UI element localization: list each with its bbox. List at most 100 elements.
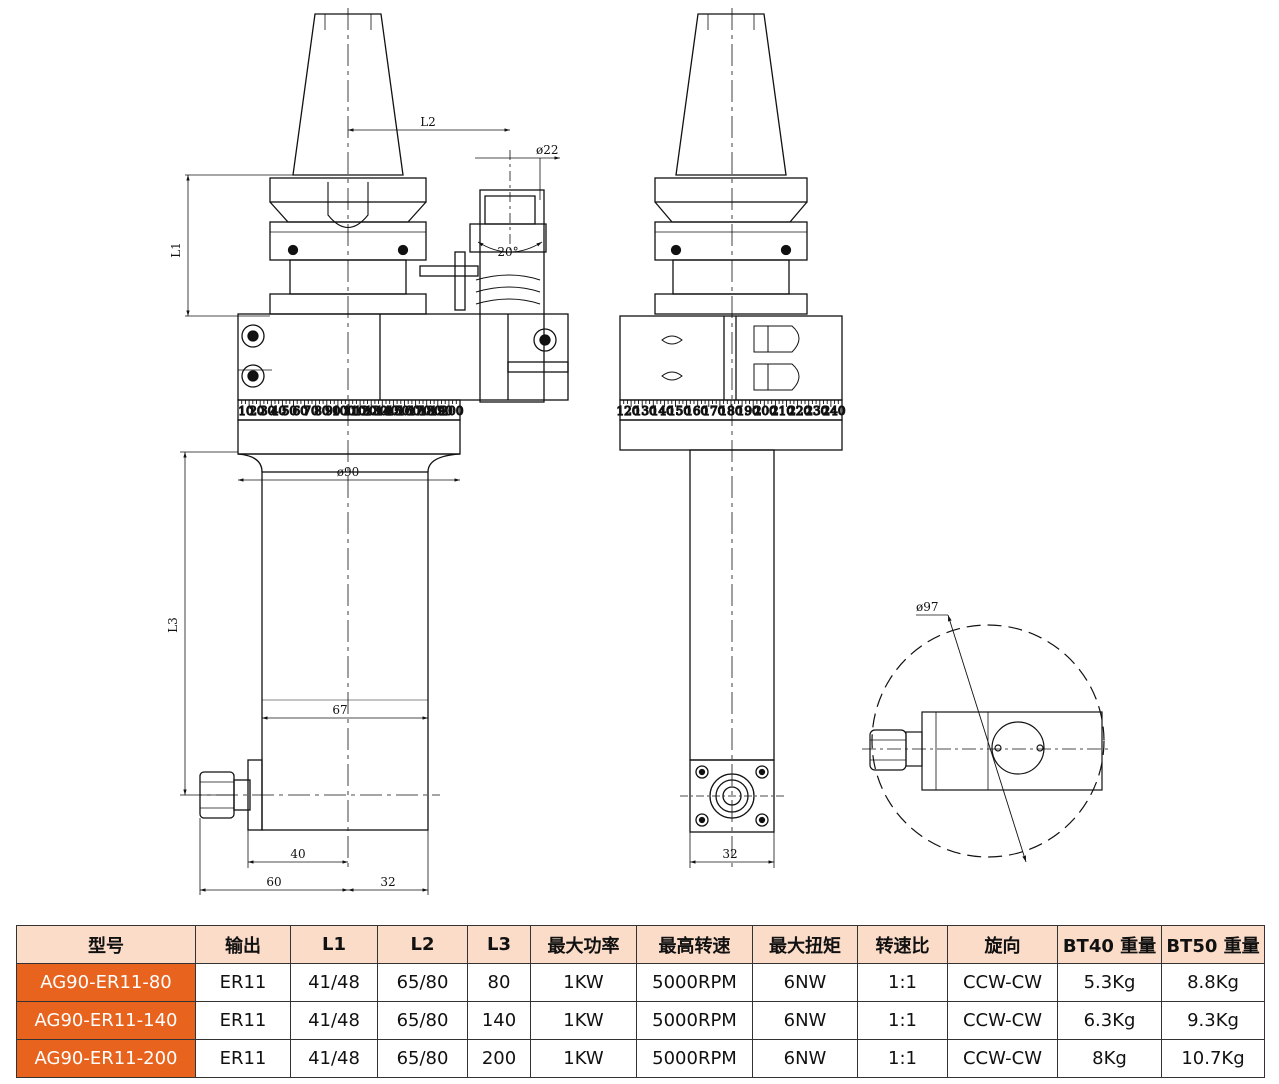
dim-angle: 20° — [497, 245, 518, 259]
scale-label: 50 — [282, 404, 297, 418]
scale-label: 180 — [419, 404, 442, 418]
cell-ratio: 1:1 — [857, 1039, 948, 1078]
cell-output: ER11 — [195, 963, 291, 1002]
header-max-power: 最大功率 — [530, 925, 637, 964]
cell-bt50-weight: 8.8Kg — [1161, 963, 1265, 1002]
side-view-dimension-labels: L1 L2 ø22 20° L3 ø90 67 40 60 32 — [166, 115, 559, 889]
scale-label: 120 — [354, 404, 377, 418]
scale-label: 150 — [668, 404, 691, 418]
cell-bt40-weight: 6.3Kg — [1057, 1001, 1162, 1040]
header-max-speed: 最高转速 — [636, 925, 753, 964]
output-flange — [689, 759, 775, 833]
scale-label: 200 — [441, 404, 464, 418]
dim-40: 40 — [290, 847, 305, 861]
scale-label: 140 — [375, 404, 398, 418]
mount-screw — [241, 324, 265, 348]
technical-drawing: 1020304050607080901001101201301401501601… — [166, 8, 1108, 895]
scale-label: 160 — [685, 404, 708, 418]
dim-l3: L3 — [166, 617, 180, 633]
cell-l1: 41/48 — [290, 963, 378, 1002]
cell-l1: 41/48 — [290, 1001, 378, 1040]
dim-d90: ø90 — [337, 465, 360, 479]
header-output: 输出 — [195, 925, 291, 964]
cell-bt50-weight: 9.3Kg — [1161, 1001, 1265, 1040]
cell-model: AG90-ER11-200 — [16, 1039, 196, 1078]
front-dim-32: 32 — [722, 847, 737, 861]
vertical-arm — [261, 471, 429, 831]
scale-label: 100 — [332, 404, 355, 418]
cell-l1: 41/48 — [290, 1039, 378, 1078]
header-bt40-weight: BT40 重量 — [1057, 925, 1162, 964]
cell-l2: 65/80 — [377, 1039, 468, 1078]
top-dim-d97: ø97 — [916, 600, 939, 614]
cell-max-torque: 6NW — [752, 1001, 858, 1040]
cell-max-speed: 5000RPM — [636, 1001, 753, 1040]
header-rotation: 旋向 — [947, 925, 1058, 964]
dim-d22: ø22 — [536, 143, 559, 157]
cell-max-torque: 6NW — [752, 963, 858, 1002]
header-max-torque: 最大扭矩 — [752, 925, 858, 964]
cell-rotation: CCW-CW — [947, 963, 1058, 1002]
scale-label: 80 — [314, 404, 329, 418]
cell-max-speed: 5000RPM — [636, 1039, 753, 1078]
cell-bt40-weight: 8Kg — [1057, 1039, 1162, 1078]
cell-l2: 65/80 — [377, 963, 468, 1002]
cell-max-speed: 5000RPM — [636, 963, 753, 1002]
scale-label: 10 — [238, 404, 253, 418]
table-row: AG90-ER11-200 ER11 41/48 65/80 200 1KW 5… — [16, 1039, 1265, 1078]
cell-ratio: 1:1 — [857, 963, 948, 1002]
scale-label: 120 — [617, 404, 640, 418]
scale-label: 90 — [325, 404, 340, 418]
cell-max-power: 1KW — [530, 1001, 637, 1040]
scale-label: 130 — [365, 404, 388, 418]
cell-rotation: CCW-CW — [947, 1039, 1058, 1078]
scale-label: 190 — [430, 404, 453, 418]
top-housing — [921, 711, 1103, 791]
dim-l2: L2 — [420, 115, 436, 129]
scale-label: 60 — [293, 404, 308, 418]
gear-housing — [237, 313, 569, 401]
cell-model: AG90-ER11-140 — [16, 1001, 196, 1040]
scale-label: 240 — [823, 404, 846, 418]
cell-bt50-weight: 10.7Kg — [1161, 1039, 1265, 1078]
scale-label: 170 — [702, 404, 725, 418]
tool-holder-taper — [675, 13, 787, 176]
scale-label: 30 — [260, 404, 275, 418]
scale-label: 230 — [805, 404, 828, 418]
scale-label: 180 — [720, 404, 743, 418]
dim-60: 60 — [266, 875, 281, 889]
cell-l2: 65/80 — [377, 1001, 468, 1040]
cell-max-power: 1KW — [530, 963, 637, 1002]
table-row: AG90-ER11-80 ER11 41/48 65/80 80 1KW 500… — [16, 963, 1265, 1002]
header-model: 型号 — [16, 925, 196, 964]
scale-label: 210 — [771, 404, 794, 418]
cell-max-power: 1KW — [530, 1039, 637, 1078]
dim-67: 67 — [332, 703, 347, 717]
cell-max-torque: 6NW — [752, 1039, 858, 1078]
scale-label: 170 — [408, 404, 431, 418]
cell-l3: 200 — [467, 1039, 531, 1078]
scale-label: 130 — [634, 404, 657, 418]
cell-ratio: 1:1 — [857, 1001, 948, 1040]
dim-l1: L1 — [169, 242, 183, 258]
scale-label: 20 — [249, 404, 264, 418]
scale-label: 220 — [788, 404, 811, 418]
gear-housing — [619, 315, 843, 401]
spec-table: 型号 输出 L1 L2 L3 最大功率 最高转速 最大扭矩 转速比 旋向 BT4… — [16, 925, 1265, 1078]
scale-label: 40 — [271, 404, 286, 418]
top-view — [862, 614, 1108, 863]
scale-label: 70 — [303, 404, 318, 418]
scale-label: 190 — [737, 404, 760, 418]
header-ratio: 转速比 — [857, 925, 948, 964]
cell-output: ER11 — [195, 1039, 291, 1078]
scale-label: 160 — [397, 404, 420, 418]
header-bt50-weight: BT50 重量 — [1161, 925, 1265, 964]
cell-l3: 80 — [467, 963, 531, 1002]
stop-block — [479, 189, 545, 403]
top-collet-nut — [869, 729, 907, 771]
cell-l3: 140 — [467, 1001, 531, 1040]
table-header-row: 型号 输出 L1 L2 L3 最大功率 最高转速 最大扭矩 转速比 旋向 BT4… — [16, 925, 1265, 964]
cell-rotation: CCW-CW — [947, 1001, 1058, 1040]
scale-label: 200 — [754, 404, 777, 418]
